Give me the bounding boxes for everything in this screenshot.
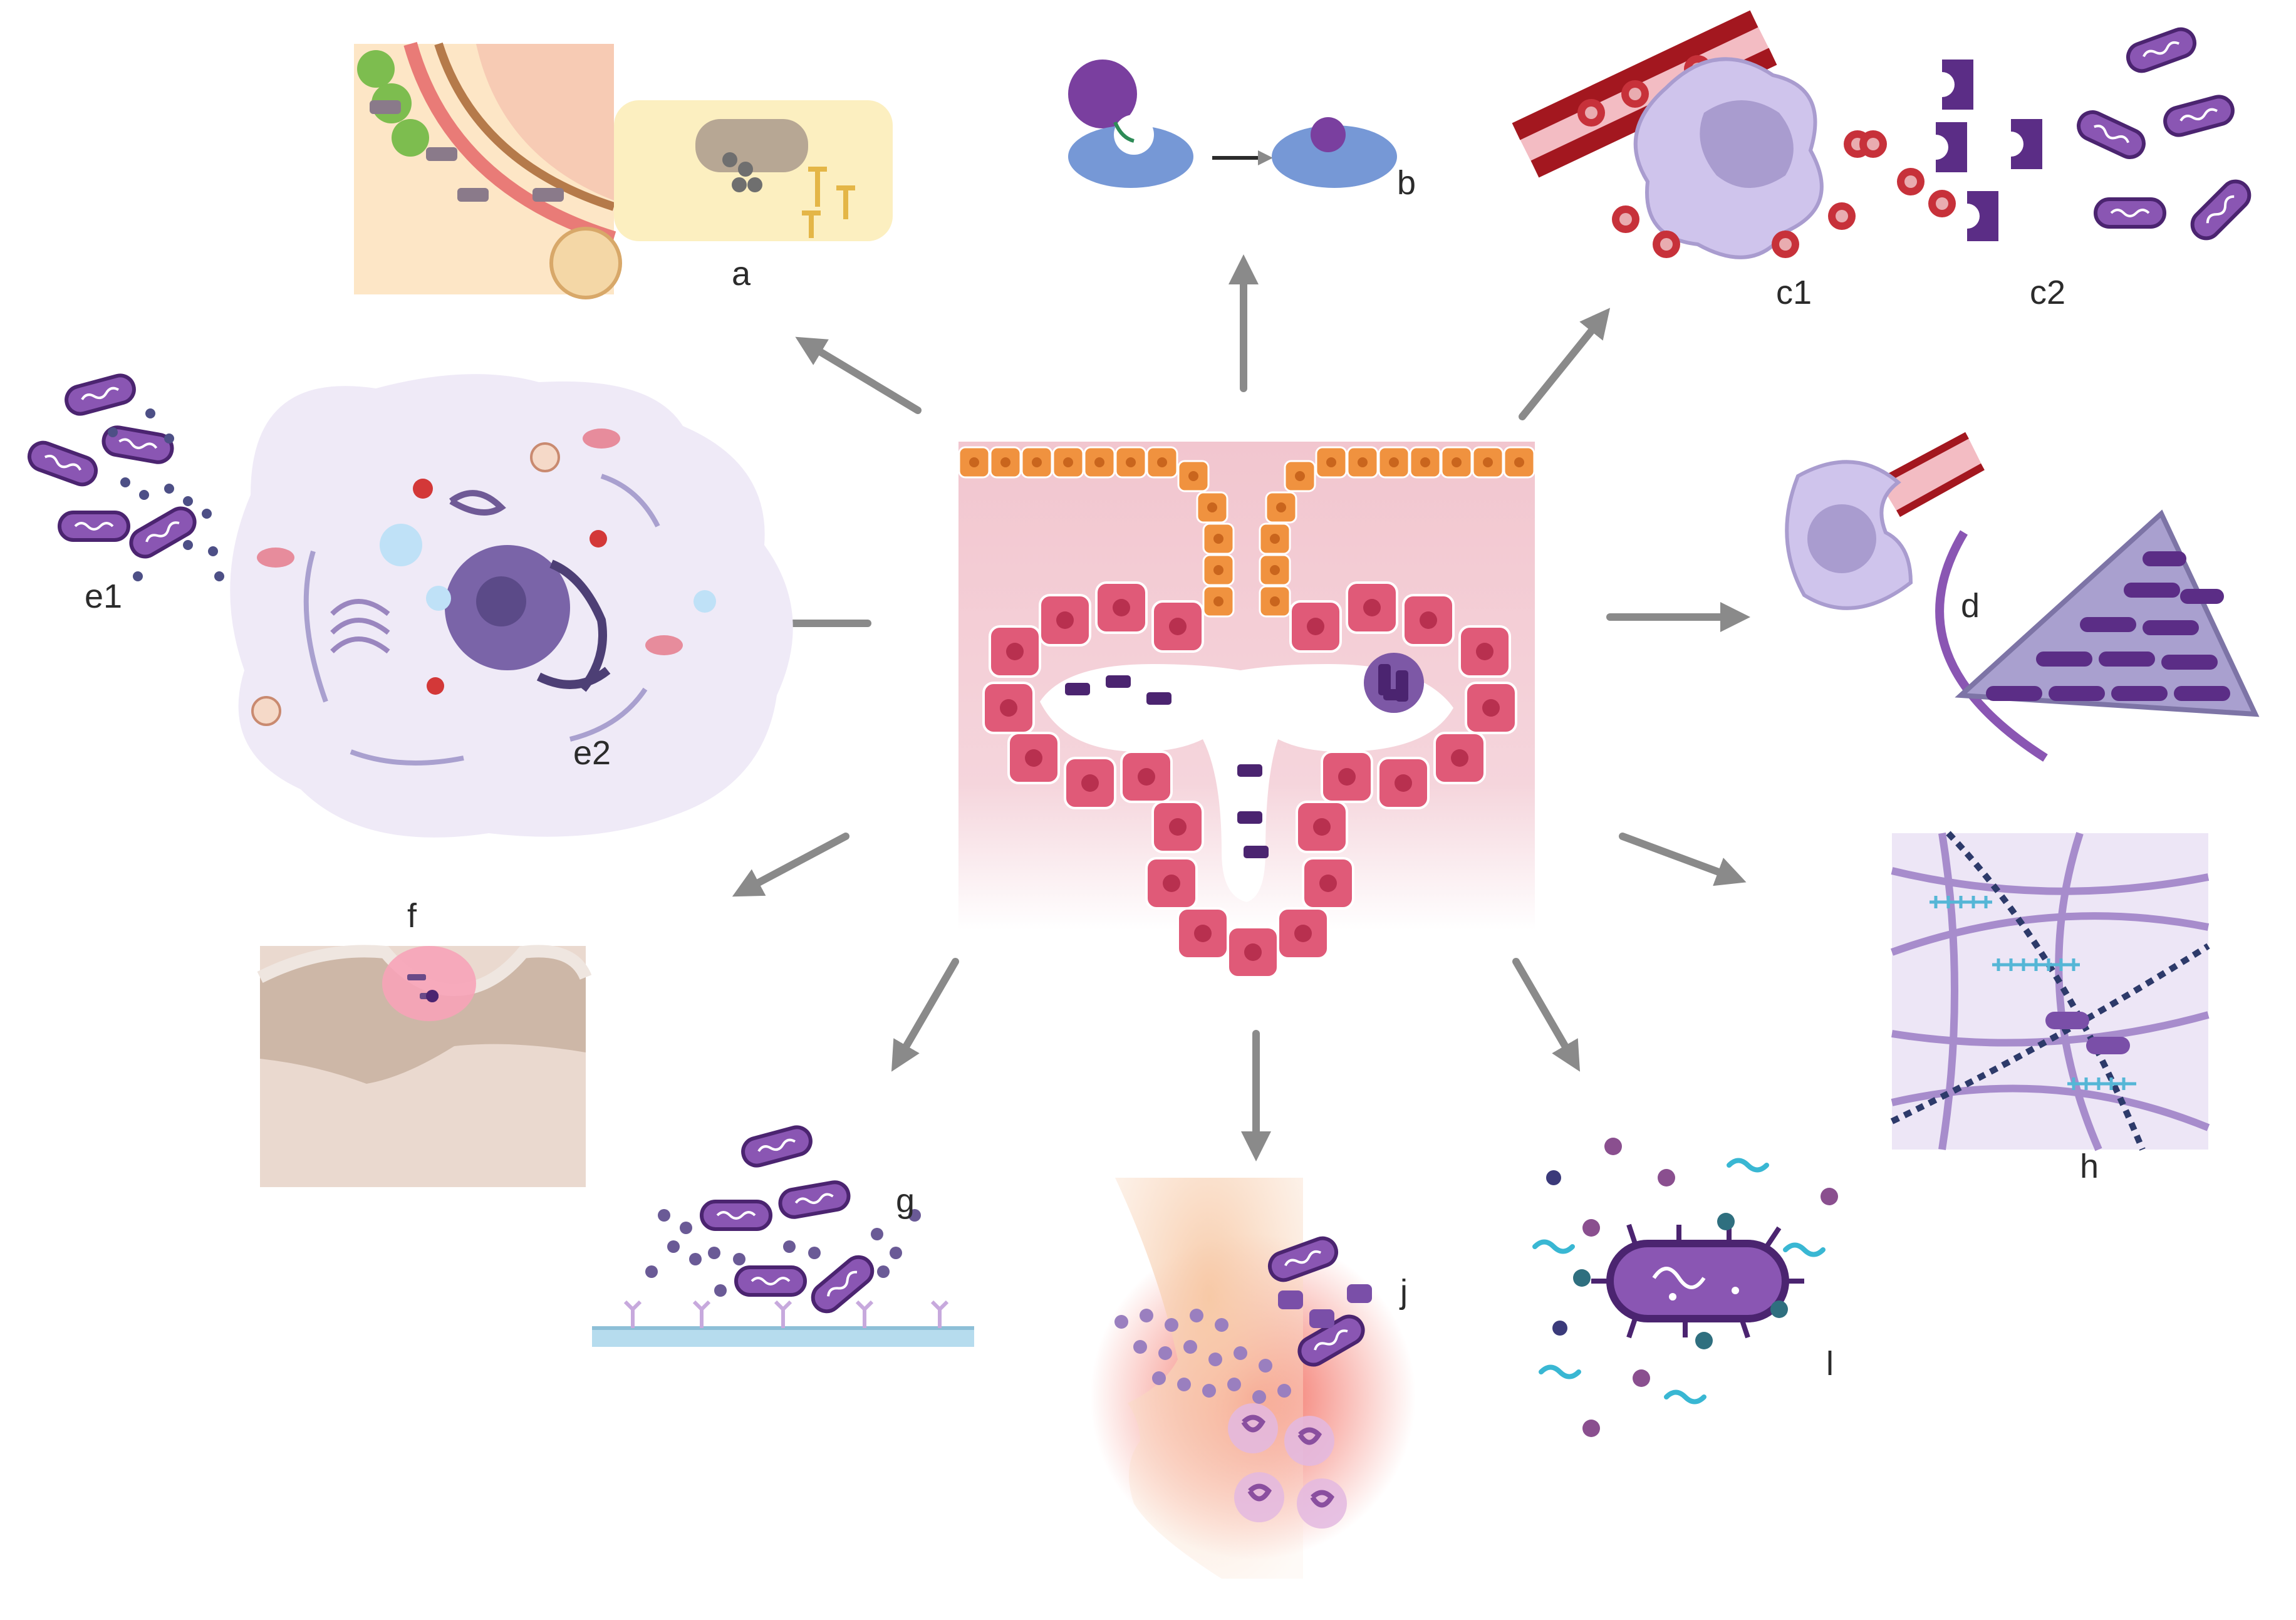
neutrophils xyxy=(1228,1403,1347,1529)
panel-l: l xyxy=(1532,1138,1838,1437)
label-j: j xyxy=(1399,1273,1408,1311)
gland-lumen xyxy=(1040,664,1453,902)
label-f: f xyxy=(407,897,417,935)
lumen-bacteria xyxy=(1065,675,1269,858)
label-e1: e1 xyxy=(85,578,122,615)
label-d: d xyxy=(1961,587,1980,625)
central-bacterium xyxy=(1591,1223,1804,1339)
label-e2: e2 xyxy=(573,734,611,772)
label-a: a xyxy=(732,255,751,293)
panel-d: d xyxy=(1785,432,2260,762)
central-gland-tissue xyxy=(958,442,1535,979)
panel-e: e1 e2 xyxy=(26,373,793,838)
label-c2: c2 xyxy=(2030,274,2065,311)
label-c1: c1 xyxy=(1776,274,1812,311)
macrophage xyxy=(1633,57,1824,259)
arrow-to-h xyxy=(1619,833,1747,886)
arrow-to-l xyxy=(1512,958,1581,1072)
arrow-to-c xyxy=(1519,308,1611,420)
bacterial-receptors xyxy=(1936,60,2042,241)
panel-h: h xyxy=(1890,831,2210,1185)
biofilm-mass xyxy=(1955,509,2260,717)
label-l: l xyxy=(1826,1345,1834,1383)
arrow-to-f xyxy=(732,833,849,897)
label-b: b xyxy=(1397,164,1416,202)
arrow-to-g xyxy=(891,958,959,1072)
external-bacteria-e1 xyxy=(26,373,224,581)
label-g: g xyxy=(896,1182,915,1220)
panel-c: c1 c2 xyxy=(1512,10,2255,311)
label-h: h xyxy=(2080,1148,2099,1185)
arrow-to-a xyxy=(795,336,922,414)
panel-j: j xyxy=(1090,1178,1416,1579)
panel-f: f xyxy=(257,897,592,1187)
panel-a: a xyxy=(354,42,893,299)
biofilm-rods xyxy=(1986,551,2230,701)
panel-b: b xyxy=(1068,60,1416,202)
bacterial-aggregate xyxy=(1364,653,1424,713)
panel-g: g xyxy=(592,1124,974,1347)
arrows xyxy=(730,254,1750,1161)
